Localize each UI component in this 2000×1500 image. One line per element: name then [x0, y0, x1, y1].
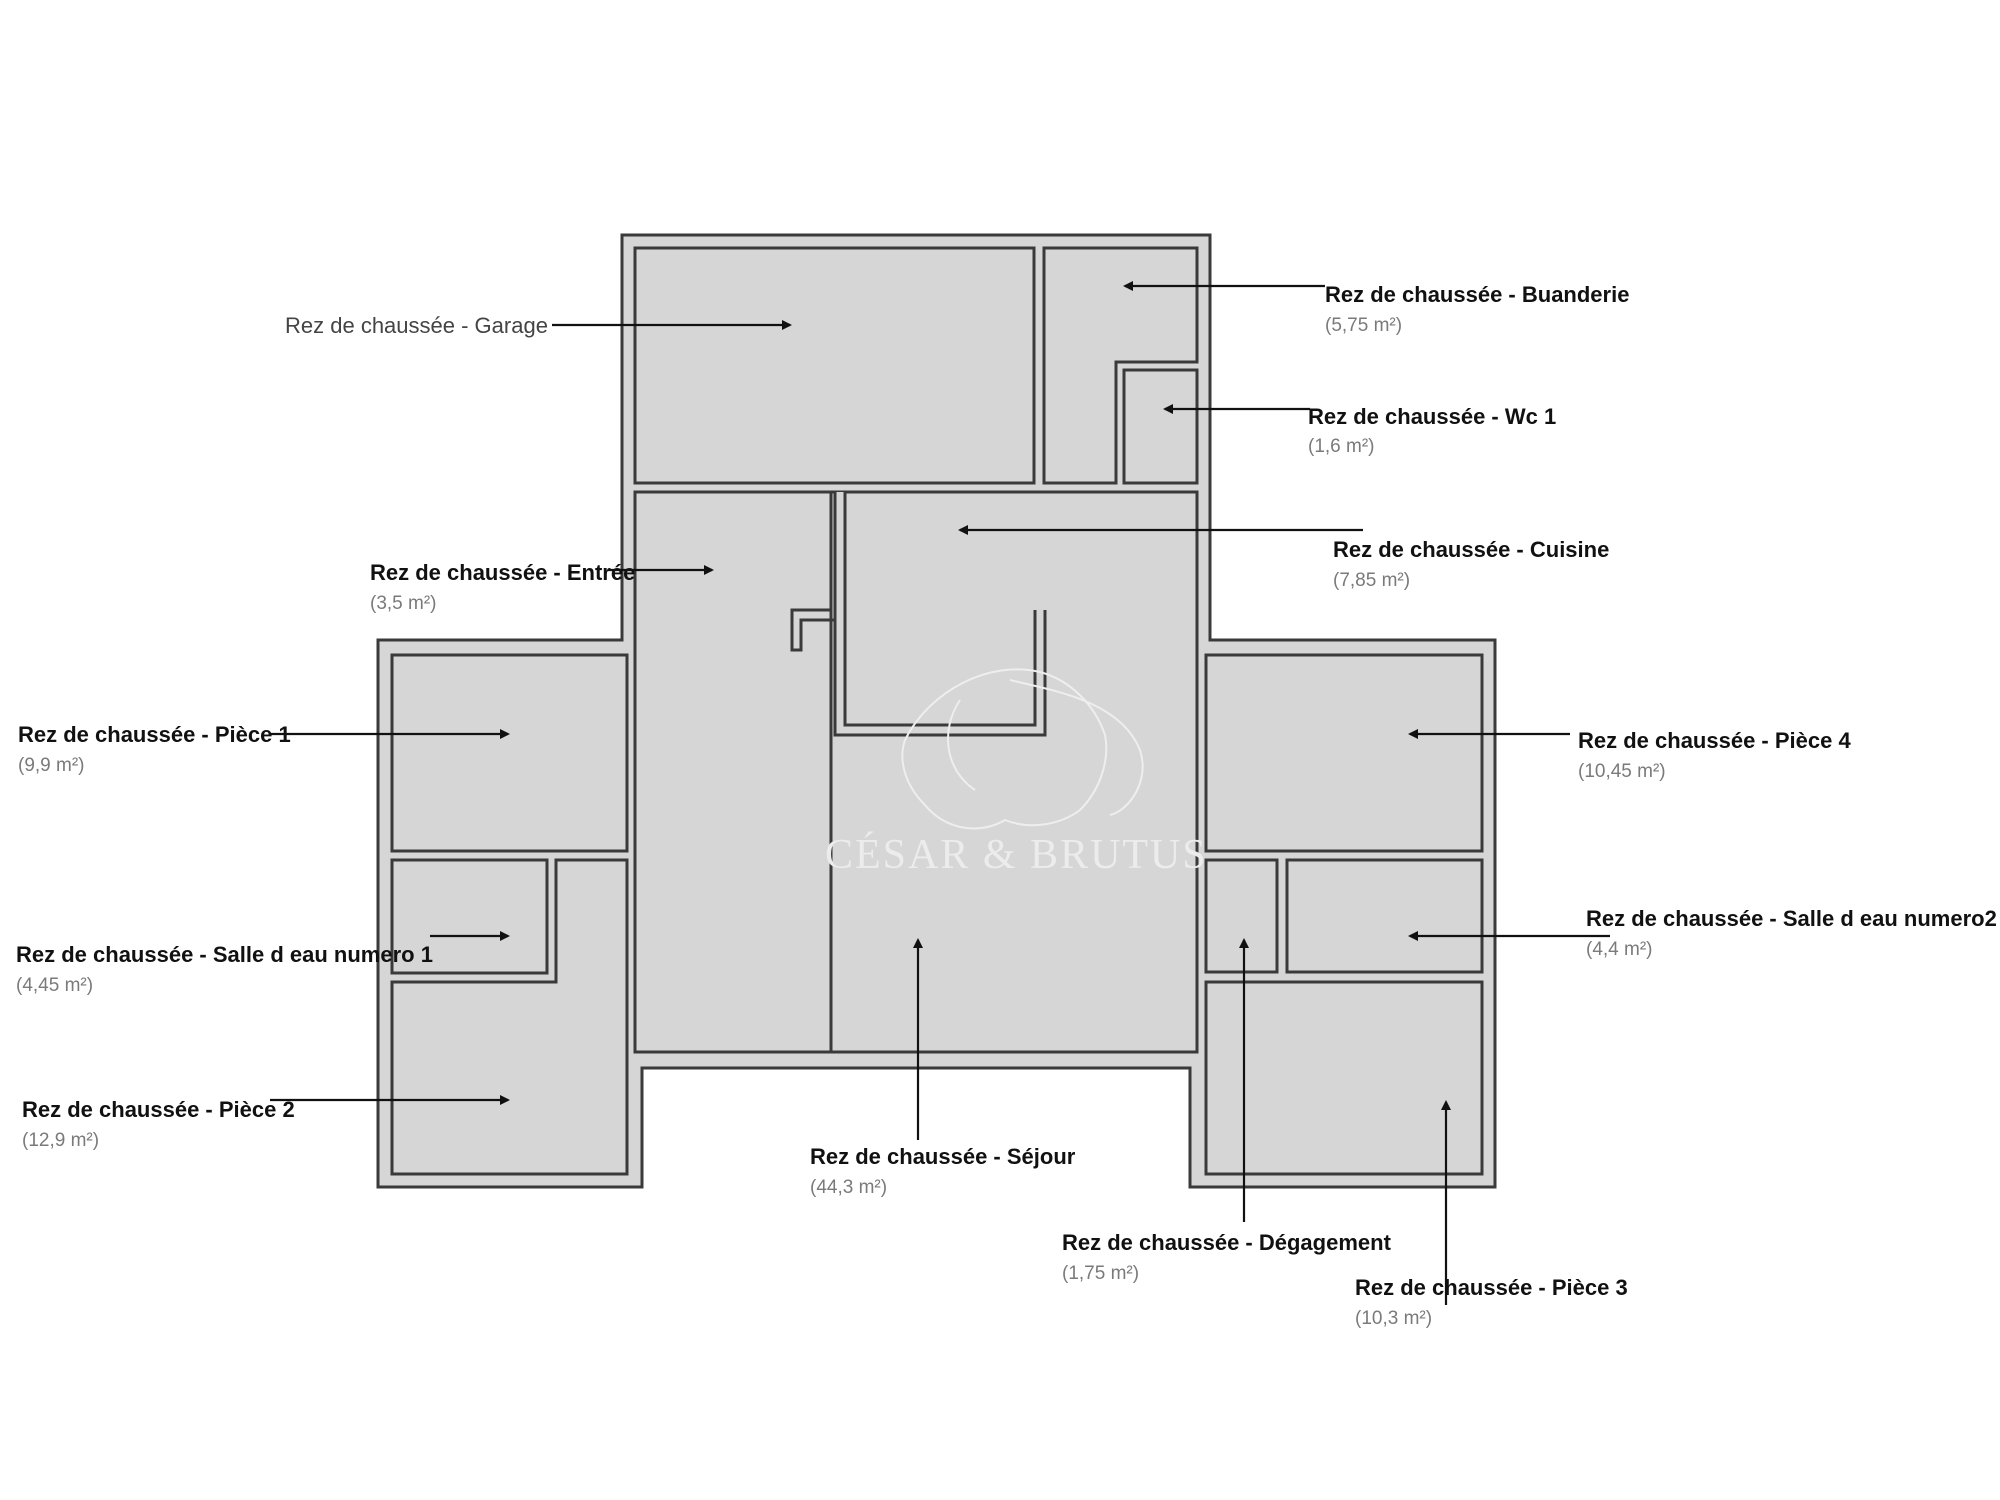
label-cuisine-area: (7,85 m²) — [1333, 570, 1410, 591]
label-piece3-name: Rez de chaussée - Pièce 3 — [1355, 1275, 1628, 1300]
label-entree-area: (3,5 m²) — [370, 593, 437, 614]
garage-room — [633, 246, 1036, 485]
label-sejour-name: Rez de chaussée - Séjour — [810, 1144, 1076, 1169]
buanderie-room — [1042, 246, 1199, 485]
label-piece3-area: (10,3 m²) — [1355, 1308, 1432, 1329]
label-piece1-name: Rez de chaussée - Pièce 1 — [18, 722, 291, 747]
label-piece4-name: Rez de chaussée - Pièce 4 — [1578, 728, 1851, 753]
sde2-room — [1285, 858, 1484, 974]
label-piece2-area: (12,9 m²) — [22, 1130, 99, 1151]
piece2-room — [390, 858, 629, 1176]
label-entree-name: Rez de chaussée - Entrée — [370, 560, 635, 585]
sde1-room — [390, 858, 549, 975]
label-piece1-area: (9,9 m²) — [18, 755, 85, 776]
label-piece2-name: Rez de chaussée - Pièce 2 — [22, 1097, 295, 1122]
label-sde2-name: Rez de chaussée - Salle d eau numero2 — [1586, 906, 1997, 931]
label-sde1-name: Rez de chaussée - Salle d eau numero 1 — [16, 942, 433, 967]
room-interiors — [390, 246, 1484, 1176]
piece3-room — [1204, 980, 1484, 1176]
label-sde1-area: (4,45 m²) — [16, 975, 93, 996]
label-degagement-area: (1,75 m²) — [1062, 1263, 1139, 1284]
watermark-text: CÉSAR & BRUTUS — [825, 831, 1208, 878]
label-sde2-area: (4,4 m²) — [1586, 939, 1653, 960]
label-garage-name: Rez de chaussée - Garage — [285, 313, 548, 338]
label-buanderie-area: (5,75 m²) — [1325, 315, 1402, 336]
piece1-room — [390, 653, 629, 853]
arrows — [270, 281, 1610, 1305]
watermark-logo: CÉSAR & BRUTUS — [825, 668, 1208, 878]
sejour-room — [633, 490, 1199, 1054]
wc1-room — [1122, 368, 1199, 485]
piece4-room — [1204, 653, 1484, 853]
room-labels: Rez de chaussée - Garage Rez de chaussée… — [16, 282, 1997, 1329]
degagement-room — [1204, 858, 1279, 974]
label-piece4-area: (10,45 m²) — [1578, 761, 1666, 782]
label-cuisine-name: Rez de chaussée - Cuisine — [1333, 537, 1609, 562]
label-sejour-area: (44,3 m²) — [810, 1177, 887, 1198]
outer-wall — [376, 233, 1497, 1189]
label-wc1-area: (1,6 m²) — [1308, 436, 1375, 457]
label-wc1-name: Rez de chaussée - Wc 1 — [1308, 404, 1556, 429]
cuisine-partition — [835, 492, 1045, 735]
label-buanderie-name: Rez de chaussée - Buanderie — [1325, 282, 1629, 307]
label-degagement-name: Rez de chaussée - Dégagement — [1062, 1230, 1392, 1255]
